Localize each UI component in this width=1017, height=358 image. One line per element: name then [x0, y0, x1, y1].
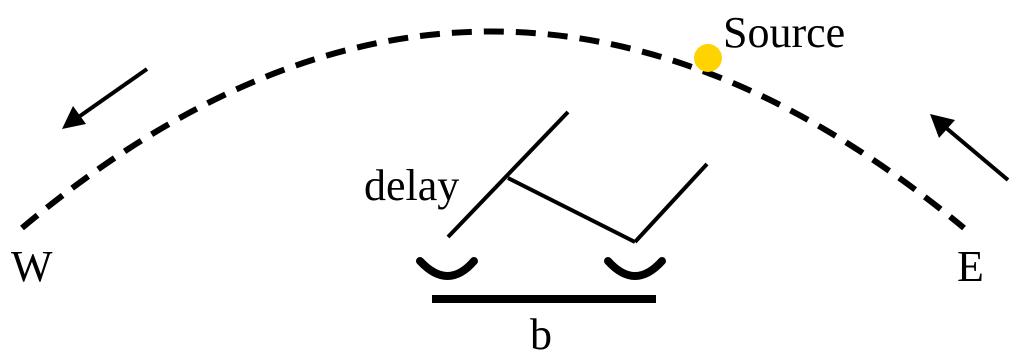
- source-dot: [694, 44, 722, 72]
- east-label: E: [957, 242, 984, 291]
- incoming-ray-right: [633, 162, 709, 244]
- incoming-ray-left: [446, 110, 570, 239]
- source-label: Source: [723, 8, 845, 57]
- arrowhead-west: [62, 106, 86, 129]
- arrowhead-east: [930, 114, 955, 138]
- antenna-dish-left: [416, 257, 478, 280]
- sky-path-arc: [20, 28, 966, 231]
- wavefront-line: [507, 176, 636, 244]
- west-label: W: [11, 242, 53, 291]
- delay-label: delay: [364, 161, 459, 210]
- motion-arrow-east: [930, 114, 1010, 182]
- motion-arrow-west: [62, 67, 149, 129]
- antenna-dish-right: [604, 257, 666, 280]
- baseline-label: b: [530, 310, 552, 358]
